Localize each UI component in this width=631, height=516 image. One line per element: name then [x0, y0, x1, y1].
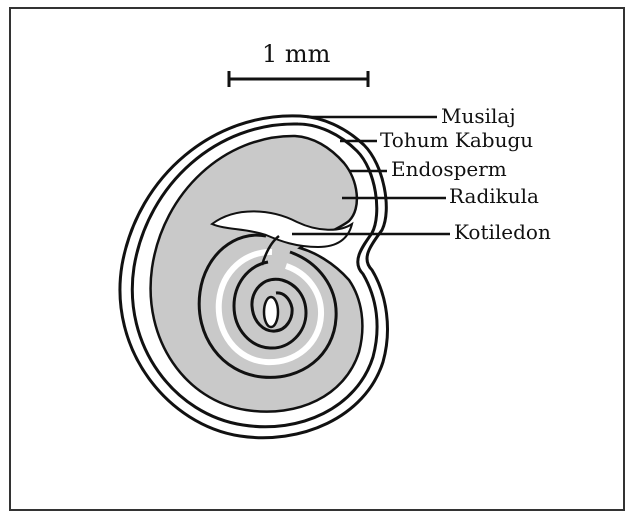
- label-endosperm: Endosperm: [391, 157, 507, 181]
- scale-bar: 1 mm: [229, 40, 368, 87]
- label-kotiledon: Kotiledon: [454, 220, 551, 244]
- label-musilaj: Musilaj: [441, 104, 516, 128]
- label-tohum-kabugu: Tohum Kabugu: [380, 128, 533, 152]
- label-radikula: Radikula: [449, 184, 539, 208]
- scale-bar-label: 1 mm: [262, 40, 331, 68]
- embryo-center: [264, 297, 278, 327]
